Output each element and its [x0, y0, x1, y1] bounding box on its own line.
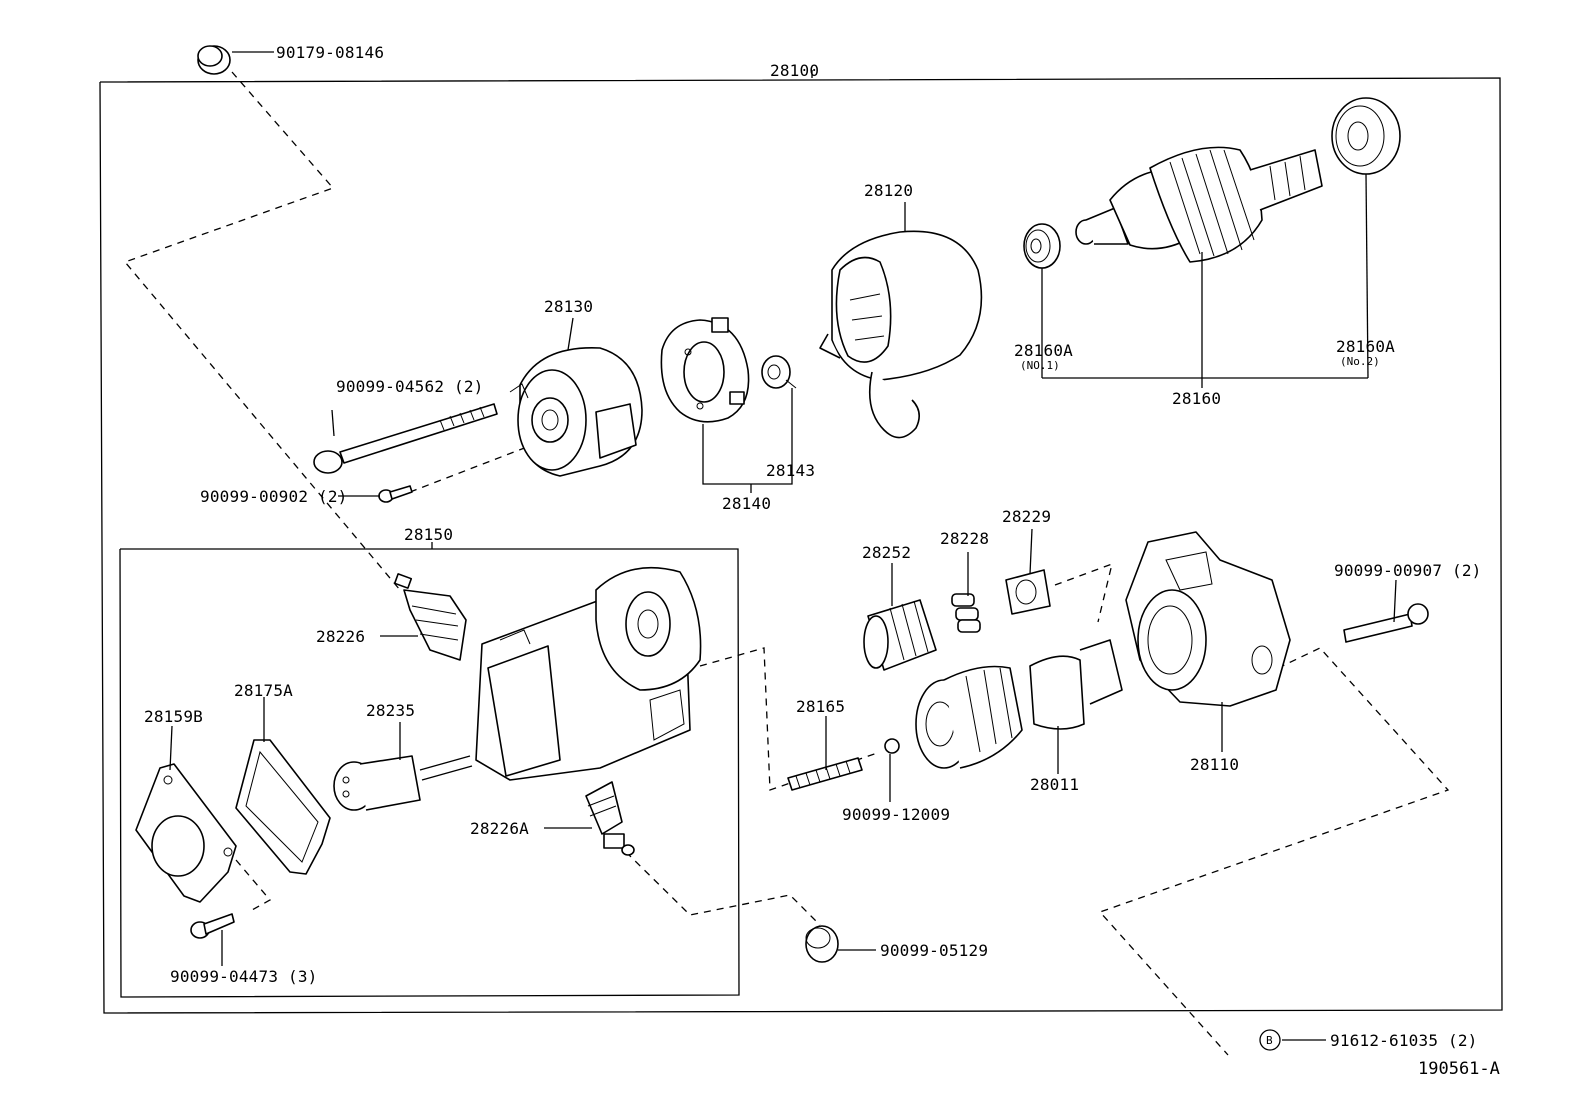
label-90179-08146: 90179-08146 — [276, 43, 384, 62]
brush-holder-28140 — [660, 317, 750, 423]
gasket-28175a — [235, 739, 331, 875]
label-28175a: 28175A — [234, 681, 293, 700]
label-28160a-no2-note: (No.2) — [1340, 355, 1380, 368]
rollers-28228 — [951, 593, 981, 633]
bearing-28160a-no2 — [1331, 97, 1401, 175]
steel-ball-90099-12009 — [884, 738, 900, 754]
terminal-28226a — [585, 781, 635, 856]
leader-lines — [169, 173, 1397, 1041]
through-bolt-90099-04562 — [313, 403, 498, 474]
starter-clutch-28011 — [915, 639, 1123, 769]
retainer-28229 — [1005, 569, 1051, 615]
grommet-90179-08146 — [197, 45, 274, 75]
label-28226a: 28226A — [470, 819, 529, 838]
label-28120: 28120 — [864, 181, 913, 200]
label-28110: 28110 — [1190, 755, 1239, 774]
label-28159b: 28159B — [144, 707, 203, 726]
armature-28160 — [1075, 146, 1323, 263]
label-90099-04562: 90099-04562 (2) — [336, 377, 484, 396]
label-90099-12009: 90099-12009 — [842, 805, 950, 824]
yoke-assy-28120 — [819, 230, 983, 439]
bearing-28160a-no1 — [1023, 223, 1061, 269]
b-marker-label: B — [1266, 1034, 1273, 1047]
label-28150: 28150 — [404, 525, 453, 544]
label-91612-61035: 91612-61035 (2) — [1330, 1031, 1478, 1050]
label-28229: 28229 — [1002, 507, 1051, 526]
label-28160: 28160 — [1172, 389, 1221, 408]
label-90099-00902: 90099-00902 (2) — [200, 487, 348, 506]
label-28235: 28235 — [366, 701, 415, 720]
label-28228: 28228 — [940, 529, 989, 548]
label-28160a-no1: 28160A — [1014, 341, 1073, 360]
cap-90099-05129 — [805, 925, 839, 963]
end-cover-28159b — [135, 763, 237, 903]
magnetic-switch-housing-28150 — [475, 566, 702, 781]
label-28130: 28130 — [544, 297, 593, 316]
label-28011: 28011 — [1030, 775, 1079, 794]
label-90099-04473: 90099-04473 (3) — [170, 967, 318, 986]
assembly-frame-28100 — [99, 70, 1503, 1014]
brush-spring-28143 — [761, 355, 797, 389]
starter-housing-28110 — [1125, 531, 1291, 707]
screw-90099-00902 — [378, 485, 413, 503]
assembly-frame-28150 — [119, 542, 740, 998]
pinion-gear-28252 — [863, 599, 937, 671]
label-28165: 28165 — [796, 697, 845, 716]
part-labels: 28100 90179-08146 28130 28120 90099-0456… — [144, 43, 1500, 1079]
label-28160a-no2: 28160A — [1336, 337, 1395, 356]
label-28143: 28143 — [766, 461, 815, 480]
plunger-28235 — [333, 755, 473, 811]
label-28160a-no1-note: (NO.1) — [1020, 359, 1060, 372]
label-28252: 28252 — [862, 543, 911, 562]
label-90099-00907: 90099-00907 (2) — [1334, 561, 1482, 580]
terminal-28226 — [393, 573, 467, 661]
bolt-90099-04473 — [190, 913, 235, 939]
label-28140: 28140 — [722, 494, 771, 513]
bolt-90099-00907 — [1343, 603, 1429, 643]
label-90099-05129: 90099-05129 — [880, 941, 988, 960]
commutator-end-frame-28130 — [509, 347, 643, 477]
catalog-code: 190561-A — [1418, 1059, 1500, 1079]
return-spring-28165 — [787, 757, 863, 791]
label-28226: 28226 — [316, 627, 365, 646]
b-marker-circle — [1259, 1029, 1281, 1051]
label-28100: 28100 — [770, 61, 819, 80]
